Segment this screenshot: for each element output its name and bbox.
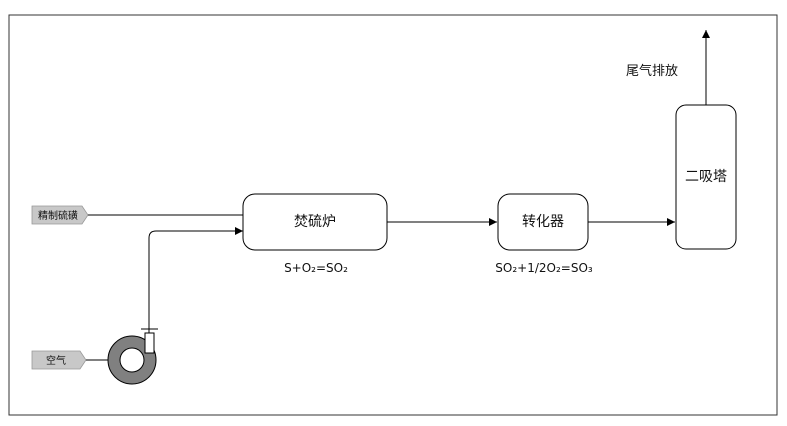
- converter: 转化器: [497, 193, 589, 251]
- converter-label: 转化器: [522, 214, 564, 230]
- blower-icon: [107, 328, 158, 385]
- air-pipe-to-burner: [148, 227, 243, 333]
- converter-reaction-equation: SO₂+1/2O₂=SO₃: [495, 261, 593, 275]
- sulfur-input-label: 精制硫磺: [38, 209, 78, 222]
- diagram-frame: [8, 14, 778, 416]
- air-input-tag: 空气: [31, 350, 87, 370]
- air-input-label: 空气: [46, 354, 66, 367]
- absorption-tower-label: 二吸塔: [685, 169, 727, 185]
- tail-gas-label: 尾气排放: [626, 63, 678, 79]
- sulfur-input-tag: 精制硫磺: [31, 205, 89, 225]
- sulfur-burner: 焚硫炉: [242, 193, 388, 251]
- burner-reaction-equation: S+O₂=SO₂: [284, 261, 348, 275]
- sulfur-burner-label: 焚硫炉: [294, 214, 336, 230]
- absorption-tower: 二吸塔: [675, 104, 737, 250]
